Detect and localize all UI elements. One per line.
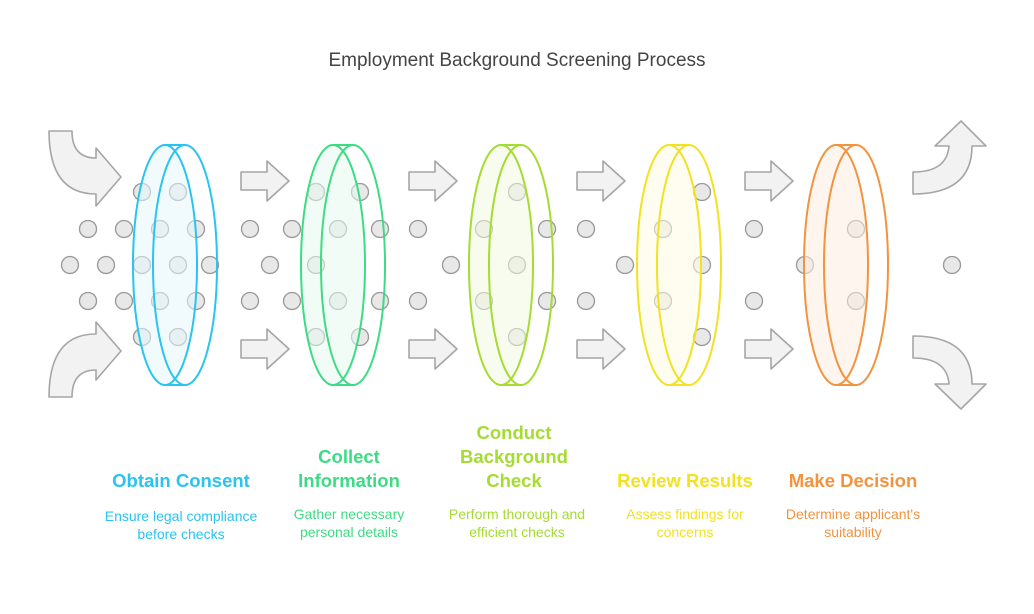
filter-ring-conduct-background-check bbox=[468, 144, 554, 386]
particle-dot bbox=[60, 255, 80, 275]
filter-ring-review-results bbox=[636, 144, 722, 386]
particle-dot bbox=[576, 291, 596, 311]
stage-title-review-results: Review Results bbox=[617, 470, 753, 491]
filter-ring-back bbox=[803, 144, 869, 386]
filter-ring-front bbox=[320, 144, 386, 386]
filter-ring-front bbox=[488, 144, 554, 386]
filter-ring-front bbox=[152, 144, 218, 386]
diagram-title: Employment Background Screening Process bbox=[328, 50, 706, 71]
filter-ring-obtain-consent bbox=[132, 144, 218, 386]
filter-ring-back bbox=[300, 144, 366, 386]
curved-output-arrow bbox=[912, 120, 987, 195]
stage-description-collect-information: Gather necessary personal details bbox=[293, 506, 405, 540]
flow-arrow bbox=[744, 328, 794, 370]
particle-dot bbox=[240, 291, 260, 311]
stage-description-review-results: Assess findings for concerns bbox=[626, 506, 744, 540]
flow-arrow bbox=[240, 160, 290, 202]
particle-dot bbox=[576, 219, 596, 239]
particle-dot bbox=[441, 255, 461, 275]
flow-arrow bbox=[240, 328, 290, 370]
particle-dot bbox=[408, 219, 428, 239]
flow-arrow bbox=[744, 160, 794, 202]
filter-ring-front bbox=[656, 144, 722, 386]
particle-dot bbox=[114, 291, 134, 311]
particle-dot bbox=[78, 219, 98, 239]
particle-dot bbox=[114, 219, 134, 239]
stage-title-collect-information: Collect Information bbox=[298, 446, 400, 491]
particle-dot bbox=[615, 255, 635, 275]
particle-dot bbox=[78, 291, 98, 311]
particle-dot bbox=[744, 291, 764, 311]
particle-dot bbox=[240, 219, 260, 239]
filter-ring-back bbox=[132, 144, 198, 386]
filter-ring-make-decision bbox=[803, 144, 889, 386]
stage-title-conduct-background-check: Conduct Background Check bbox=[460, 422, 568, 491]
particle-dot bbox=[282, 291, 302, 311]
flow-arrow bbox=[408, 160, 458, 202]
filter-ring-front bbox=[823, 144, 889, 386]
particle-dot bbox=[370, 291, 390, 311]
curved-output-arrow bbox=[912, 335, 987, 410]
particle-dot bbox=[96, 255, 116, 275]
flow-arrow bbox=[576, 160, 626, 202]
particle-dot bbox=[370, 219, 390, 239]
flow-arrow bbox=[576, 328, 626, 370]
stage-title-obtain-consent: Obtain Consent bbox=[112, 470, 250, 491]
stage-description-make-decision: Determine applicant's suitability bbox=[785, 506, 921, 540]
particle-dot bbox=[408, 291, 428, 311]
filter-ring-collect-information bbox=[300, 144, 386, 386]
curved-input-arrow bbox=[48, 130, 122, 207]
stage-title-make-decision: Make Decision bbox=[788, 470, 918, 491]
filter-ring-back bbox=[468, 144, 534, 386]
stage-description-conduct-background-check: Perform thorough and efficient checks bbox=[448, 506, 586, 540]
particle-dot bbox=[744, 219, 764, 239]
particle-dot bbox=[200, 255, 220, 275]
particle-dot bbox=[260, 255, 280, 275]
flow-arrow bbox=[408, 328, 458, 370]
stage-description-obtain-consent: Ensure legal compliance before checks bbox=[104, 508, 258, 542]
particle-dot bbox=[942, 255, 962, 275]
filter-ring-back bbox=[636, 144, 702, 386]
particle-dot bbox=[282, 219, 302, 239]
curved-input-arrow bbox=[48, 321, 122, 398]
